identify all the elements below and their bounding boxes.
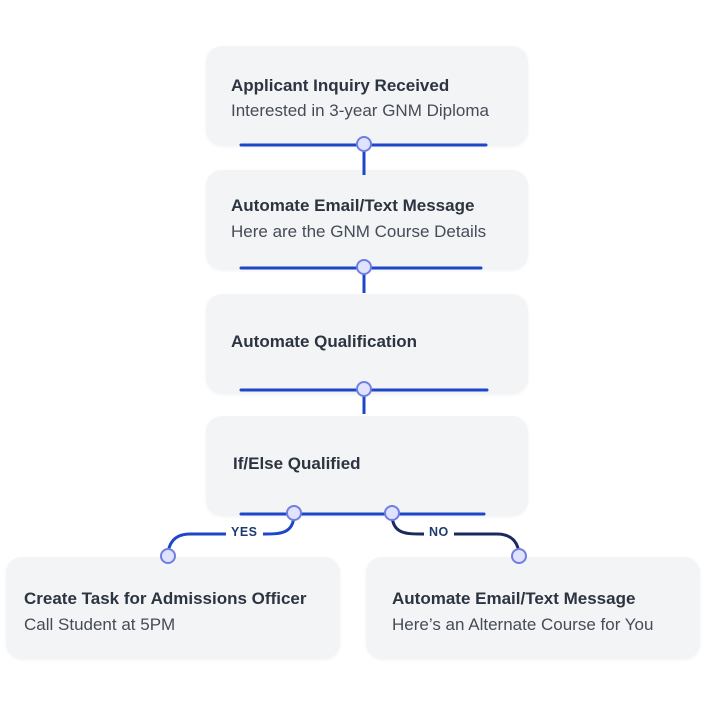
- no-label: NO: [424, 525, 454, 539]
- step-card-qualification[interactable]: Automate Qualification: [206, 294, 528, 394]
- connector-node: [511, 548, 527, 564]
- step-subtitle: Interested in 3-year GNM Diploma: [231, 101, 489, 120]
- branch-title: Create Task for Admissions Officer: [24, 589, 307, 608]
- connector-node: [286, 505, 302, 521]
- step-card-inquiry[interactable]: Applicant Inquiry Received Interested in…: [206, 46, 528, 146]
- yes-label: YES: [226, 525, 263, 539]
- connector-node: [160, 548, 176, 564]
- step-title: Applicant Inquiry Received: [231, 76, 450, 95]
- step-title: Automate Qualification: [231, 332, 418, 351]
- branch-card-no[interactable]: Automate Email/Text Message Here’s an Al…: [366, 557, 700, 659]
- branch-subtitle: Call Student at 5PM: [24, 615, 176, 634]
- connector-node: [356, 136, 372, 152]
- branch-title: Automate Email/Text Message: [392, 589, 636, 608]
- branch-subtitle: Here’s an Alternate Course for You: [392, 615, 654, 634]
- no-branch-path: [390, 512, 521, 558]
- step-card-if-else[interactable]: If/Else Qualified: [206, 416, 528, 516]
- step-subtitle: Here are the GNM Course Details: [231, 222, 487, 241]
- connector-node: [384, 505, 400, 521]
- step-card-email[interactable]: Automate Email/Text Message Here are the…: [206, 170, 528, 270]
- connector-node: [356, 381, 372, 397]
- step-title: If/Else Qualified: [233, 454, 361, 473]
- step-title: Automate Email/Text Message: [231, 196, 475, 215]
- connector-node: [356, 259, 372, 275]
- branch-card-yes[interactable]: Create Task for Admissions Officer Call …: [6, 557, 340, 659]
